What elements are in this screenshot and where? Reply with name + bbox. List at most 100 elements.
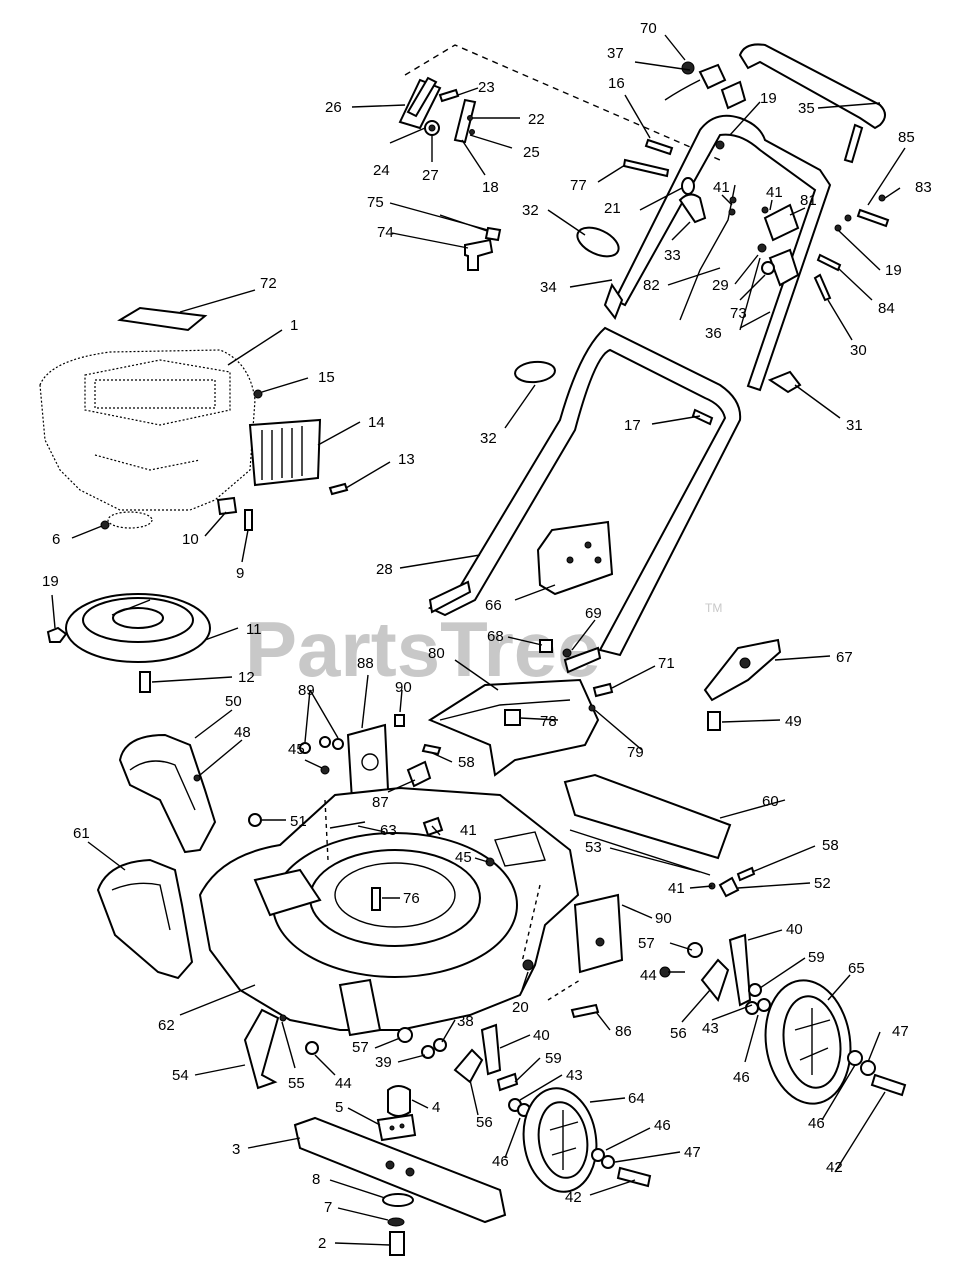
- part-44-nut-b: [305, 1041, 319, 1055]
- callout-labels: 70 37 16 19 35 85 83 23 26 22 25 24 27 1…: [42, 20, 932, 1252]
- leader-lines: [51, 34, 906, 1246]
- callout-73: 73: [730, 305, 747, 322]
- part-65-rear-wheel: [764, 979, 852, 1105]
- callout-84: 84: [878, 300, 895, 317]
- part-23-screw: [438, 88, 460, 103]
- part-50-side-chute: [118, 733, 217, 854]
- callout-45b: 45: [455, 849, 472, 866]
- part-1-engine: [39, 349, 256, 529]
- callout-23: 23: [478, 79, 495, 96]
- callout-48: 48: [234, 724, 251, 741]
- callout-14: 14: [368, 414, 385, 431]
- part-66-handle-bracket: [536, 520, 614, 596]
- callout-86: 86: [615, 1023, 632, 1040]
- callout-22: 22: [528, 111, 545, 128]
- watermark-trademark: TM: [705, 601, 722, 615]
- callout-88: 88: [357, 655, 374, 672]
- part-48-screw: [193, 774, 201, 782]
- part-17-bolt: [691, 408, 714, 426]
- part-12-bolt: [139, 671, 151, 693]
- part-58-screw-a: [421, 743, 442, 756]
- callout-1: 1: [290, 317, 298, 334]
- callout-10: 10: [182, 531, 199, 548]
- callout-49: 49: [785, 713, 802, 730]
- alignment-dashed-line: [404, 44, 721, 161]
- callout-47a: 47: [892, 1023, 909, 1040]
- callout-6: 6: [52, 531, 60, 548]
- callout-4: 4: [432, 1099, 440, 1116]
- callout-19b: 19: [885, 262, 902, 279]
- callout-30: 30: [850, 342, 867, 359]
- part-90-axle-bracket: [573, 893, 624, 974]
- part-29-nut: [757, 243, 767, 253]
- part-89-washer-b: [319, 736, 331, 748]
- part-9-bolt: [244, 509, 253, 531]
- part-53-rod: [569, 829, 711, 876]
- callout-90a: 90: [395, 679, 412, 696]
- callout-69: 69: [585, 605, 602, 622]
- callout-64: 64: [628, 1090, 645, 1107]
- part-30-bolt: [813, 273, 832, 302]
- part-47-cap-a: [860, 1060, 876, 1076]
- callout-74: 74: [377, 224, 394, 241]
- callout-27: 27: [422, 167, 439, 184]
- callout-70: 70: [640, 20, 657, 37]
- callout-78: 78: [540, 713, 557, 730]
- callout-75: 75: [367, 194, 384, 211]
- part-46-washer-c: [591, 1148, 605, 1162]
- part-47-cap-b: [601, 1155, 615, 1169]
- part-10-clip: [216, 496, 238, 516]
- part-73-washer: [761, 261, 775, 275]
- part-88-mounting-plate: [346, 723, 390, 802]
- part-90-spring: [394, 714, 405, 727]
- part-28-lower-handle: [427, 326, 742, 657]
- part-51-knob: [248, 813, 262, 827]
- part-35-upper-handle-bar: [738, 43, 886, 130]
- parts-drawing: [39, 43, 907, 1256]
- part-56-bracket-a: [700, 958, 730, 1003]
- callout-85: 85: [898, 129, 915, 146]
- callout-50: 50: [225, 693, 242, 710]
- part-59-spacer-b: [496, 1072, 519, 1092]
- callout-56b: 56: [476, 1114, 493, 1131]
- callout-67: 67: [836, 649, 853, 666]
- part-54-baffle: [243, 1008, 280, 1090]
- part-31-handle-knob: [767, 370, 802, 394]
- callout-83: 83: [915, 179, 932, 196]
- callout-32a: 32: [522, 202, 539, 219]
- callout-52: 52: [814, 875, 831, 892]
- callout-89: 89: [298, 682, 315, 699]
- callout-5: 5: [335, 1099, 343, 1116]
- part-76-bolt: [371, 887, 381, 911]
- part-81-bracket: [763, 203, 800, 242]
- part-42-axle-bolt-a: [870, 1073, 907, 1097]
- callout-46a: 46: [733, 1069, 750, 1086]
- part-79-screw: [588, 704, 596, 712]
- part-58-screw-b: [736, 866, 756, 882]
- part-32-cable-tie-upper: [576, 226, 620, 258]
- part-86-bolt: [570, 1003, 600, 1019]
- callout-19c: 19: [42, 573, 59, 590]
- part-38-washer: [433, 1038, 447, 1052]
- callout-2: 2: [318, 1235, 326, 1252]
- callout-82: 82: [643, 277, 660, 294]
- part-40-height-lever-b: [480, 1023, 502, 1076]
- part-36-control-lever: [768, 248, 800, 287]
- callout-43b: 43: [566, 1067, 583, 1084]
- callout-59b: 59: [545, 1050, 562, 1067]
- callout-33: 33: [664, 247, 681, 264]
- callout-57a: 57: [638, 935, 655, 952]
- callout-43a: 43: [702, 1020, 719, 1037]
- callout-47b: 47: [684, 1144, 701, 1161]
- part-19-nut-b: [46, 626, 68, 643]
- callout-21: 21: [604, 200, 621, 217]
- part-57-washer-a: [687, 942, 703, 958]
- part-89-washer-a: [299, 742, 311, 754]
- callout-25: 25: [523, 144, 540, 161]
- part-80-rear-door: [427, 678, 600, 777]
- callout-38: 38: [457, 1013, 474, 1030]
- callout-18: 18: [482, 179, 499, 196]
- callout-61: 61: [73, 825, 90, 842]
- part-72-decal: [117, 306, 208, 332]
- part-68-bolt: [539, 639, 553, 653]
